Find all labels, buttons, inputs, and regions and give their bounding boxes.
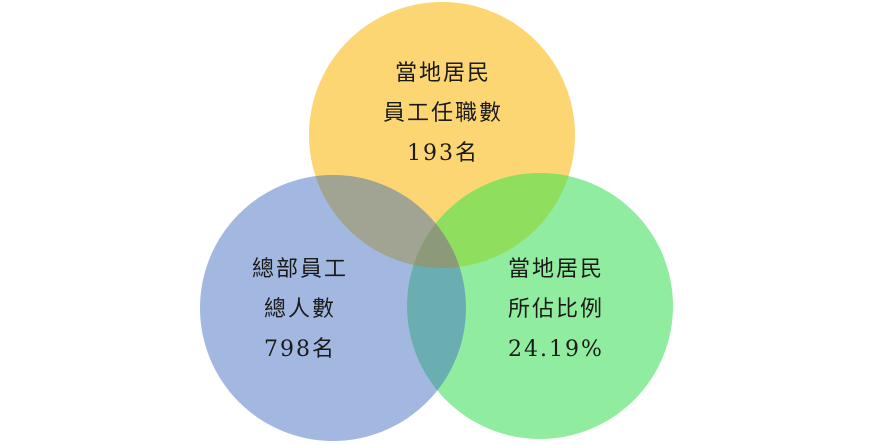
top-label-line1: 當地居民 bbox=[394, 61, 491, 86]
top-right-overlap bbox=[407, 173, 575, 268]
right-label-line2: 所佔比例 bbox=[507, 297, 604, 322]
right-label-line1: 當地居民 bbox=[507, 257, 604, 282]
right-label-line3: 24.19% bbox=[508, 337, 604, 362]
top-left-overlap bbox=[309, 175, 466, 268]
left-label-line2: 總人數 bbox=[263, 297, 336, 322]
left-label-line3: 798名 bbox=[264, 337, 336, 362]
top-circle-label: 當地居民 員工任職數 193名 bbox=[343, 54, 543, 174]
top-label-line3: 193名 bbox=[407, 141, 479, 166]
left-label-line1: 總部員工 bbox=[251, 257, 348, 282]
right-circle-label: 當地居民 所佔比例 24.19% bbox=[466, 250, 646, 370]
top-label-line2: 員工任職數 bbox=[382, 101, 503, 126]
left-circle-label: 總部員工 總人數 798名 bbox=[210, 250, 390, 370]
